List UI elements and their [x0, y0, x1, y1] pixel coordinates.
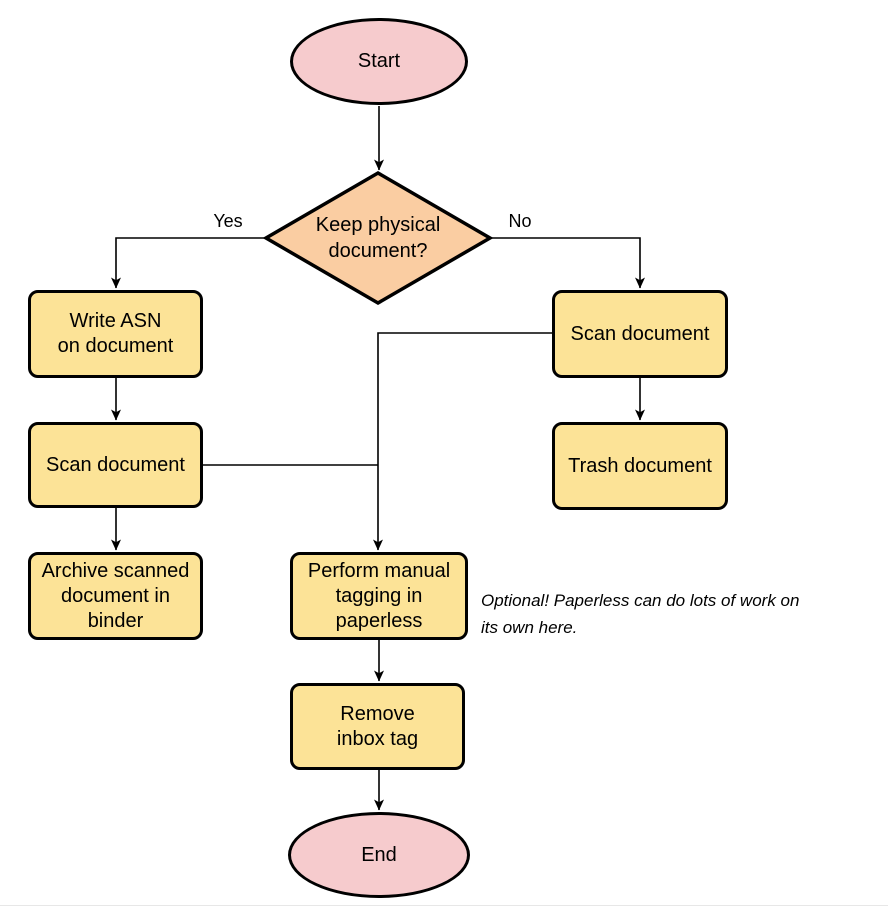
node-scan-document-right-label: Scan document [570, 322, 710, 345]
node-archive-document-label: Archive scanned document in binder [41, 559, 190, 632]
node-remove-inbox-tag-label: Remove inbox tag [336, 702, 419, 750]
node-write-asn: Write ASN on document [28, 290, 203, 378]
optional-note: Optional! Paperless can do lots of work … [481, 591, 800, 637]
node-start: Start [290, 18, 468, 105]
node-scan-document-left: Scan document [28, 422, 203, 508]
edge-decision-yes-to-write-asn [111, 237, 266, 289]
node-write-asn-label: Write ASN on document [57, 310, 174, 357]
bottom-divider [0, 905, 888, 906]
node-trash-document-label: Trash document [568, 454, 712, 477]
edge-decision-no-to-scan-right [490, 237, 645, 289]
node-end: End [288, 812, 470, 898]
node-remove-inbox-tag: Remove inbox tag [290, 683, 465, 770]
node-manual-tagging: Perform manual tagging in paperless [290, 552, 468, 640]
node-manual-tagging-label: Perform manual tagging in paperless [307, 559, 451, 632]
edge-label-no: No [508, 211, 532, 231]
node-archive-document: Archive scanned document in binder [28, 552, 203, 640]
node-start-label: Start [357, 50, 401, 72]
edge-scan-right-merge-to-tagging [373, 332, 552, 551]
node-scan-document-right: Scan document [552, 290, 728, 378]
node-scan-document-left-label: Scan document [46, 453, 185, 476]
node-decision-label: Keep physical document? [315, 214, 441, 262]
node-trash-document: Trash document [552, 422, 728, 510]
edge-label-yes: Yes [213, 211, 243, 231]
node-end-label: End [361, 843, 397, 866]
decision-shape [262, 170, 494, 306]
